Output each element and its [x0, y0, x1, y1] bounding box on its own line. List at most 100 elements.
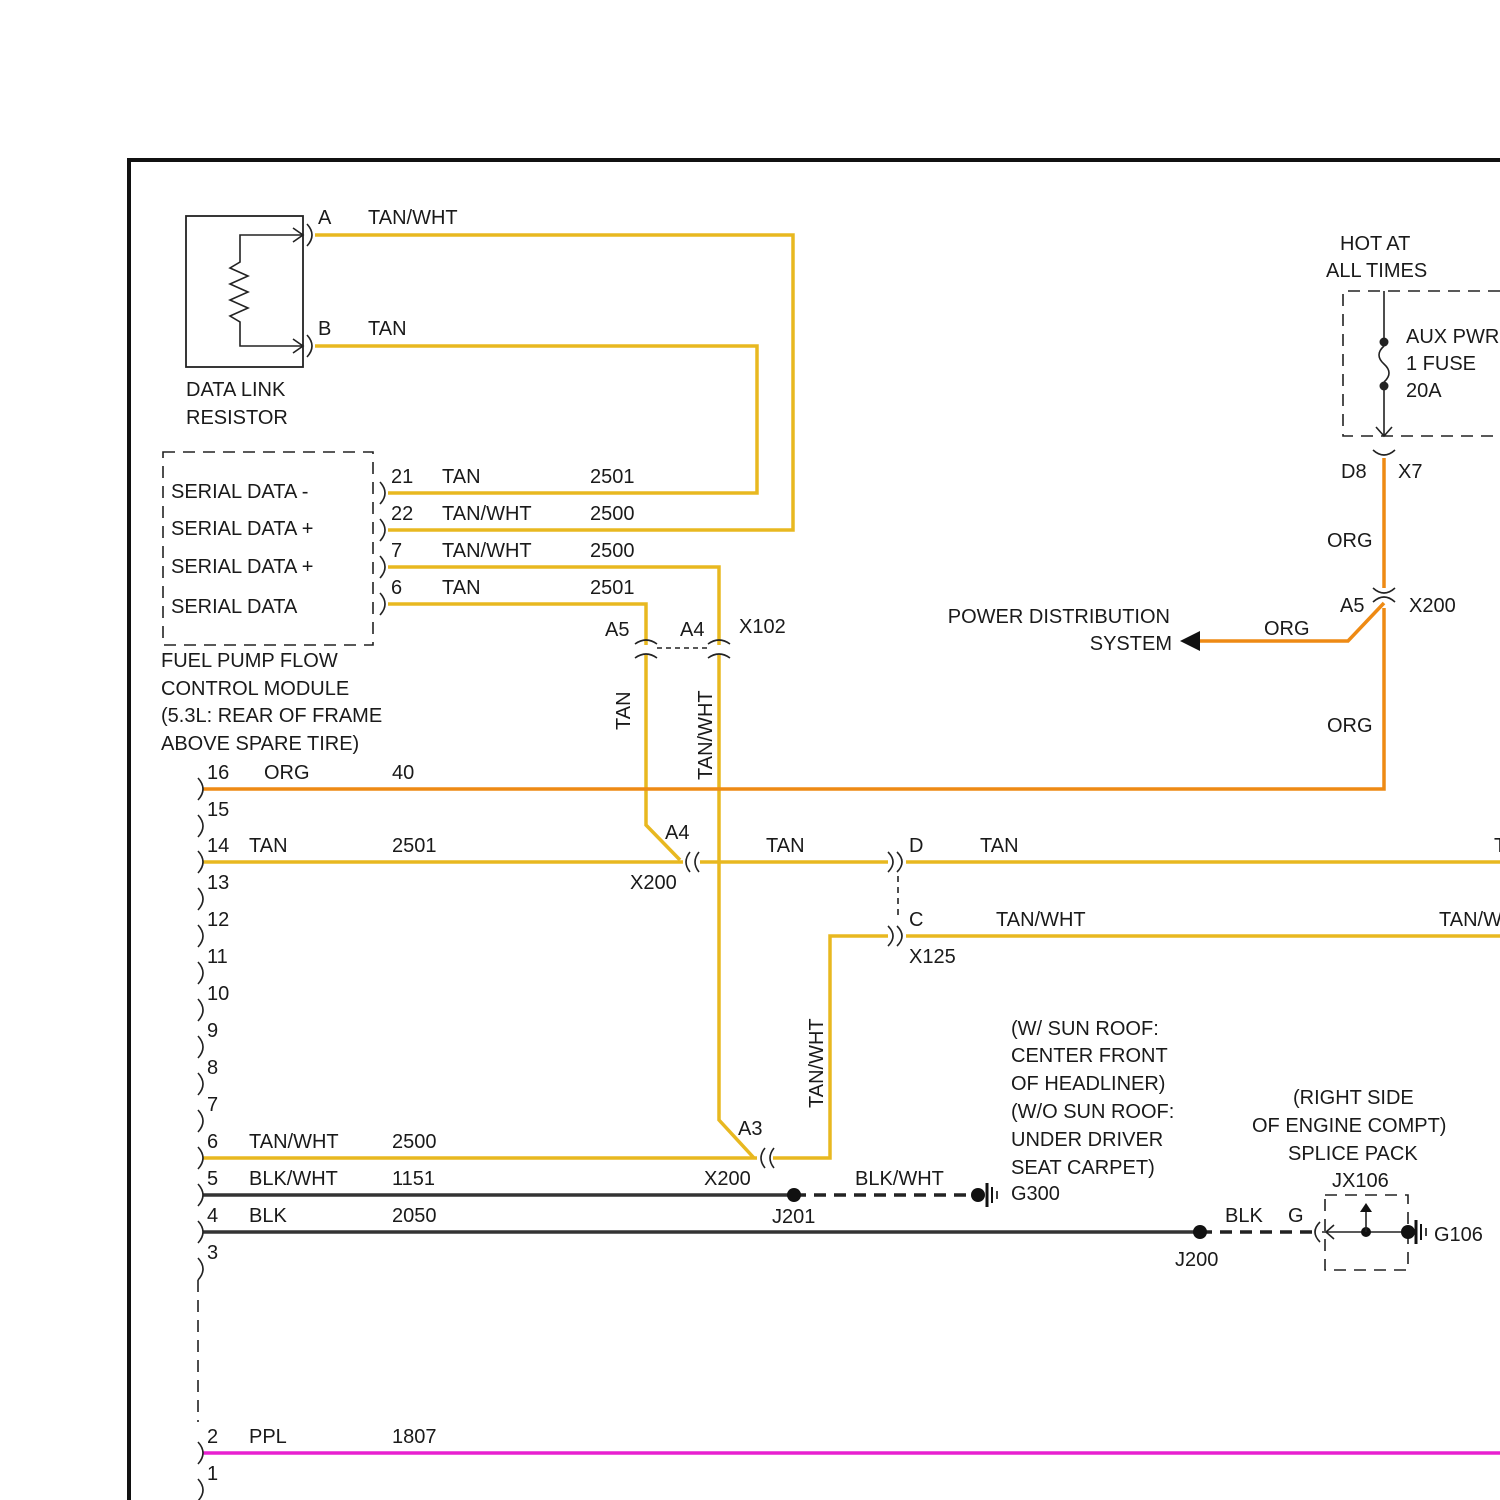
main-connector-pin-7-terminal: [198, 1110, 203, 1132]
main-connector-pin-12: 12: [207, 909, 229, 931]
g300-location-line3: OF HEADLINER): [1011, 1073, 1165, 1095]
main-connector-pin-10: 10: [207, 983, 229, 1005]
module-pin-7-circuit: 2500: [590, 540, 635, 562]
module-pin-21-circuit: 2501: [590, 466, 635, 488]
module-name-line4: ABOVE SPARE TIRE): [161, 733, 359, 755]
connector-pin7: [380, 556, 385, 578]
g300-location-line5: UNDER DRIVER: [1011, 1129, 1163, 1151]
wire-tanwht-resistor-a: [315, 235, 793, 530]
j201-splice-dot: [787, 1188, 801, 1202]
g106-dot: [1401, 1225, 1415, 1239]
main-connector-pin-6-terminal: [198, 1147, 203, 1169]
fuse-wire-color: ORG: [1327, 530, 1373, 552]
wire-tanwht-a4-down: [719, 655, 754, 1158]
g300-name: G300: [1011, 1183, 1060, 1205]
wire-org-row16: [203, 608, 1384, 789]
x125-c-right: [897, 926, 902, 946]
x200-row14-connector: X200: [630, 872, 677, 894]
main-connector-pin-8: 8: [207, 1057, 218, 1079]
g300-dot: [971, 1188, 985, 1202]
j200-splice-pack: J200 BLK G G106 (RIGHT SIDE OF ENGINE CO…: [1175, 1087, 1483, 1271]
fuse-header-line2: ALL TIMES: [1326, 260, 1427, 282]
main-connector-pin-9-terminal: [198, 1036, 203, 1058]
x102-name: X102: [739, 616, 786, 638]
module-pin-21: 21: [391, 466, 413, 488]
module-name-line1: FUEL PUMP FLOW: [161, 650, 338, 672]
main-connector-pin-12-terminal: [198, 925, 203, 947]
main-connector-pin-13: 13: [207, 872, 229, 894]
main-connector-pin-10-terminal: [198, 999, 203, 1021]
main-connector-pin-2-color: PPL: [249, 1426, 287, 1448]
fuse-name-line2: 1 FUSE: [1406, 353, 1476, 375]
x200-a4-right: [695, 852, 699, 872]
x125-d-left: [888, 852, 893, 872]
x200-a5-connector: X200: [1409, 595, 1456, 617]
module-pin-22-color: TAN/WHT: [442, 503, 532, 525]
j201-wire-color: BLK/WHT: [855, 1168, 944, 1190]
fuse-dot-top: [1380, 338, 1389, 347]
main-connector-pin-15-terminal: [198, 815, 203, 837]
main-connector-pin-7: 7: [207, 1094, 218, 1116]
main-connector-pin-14: 14: [207, 835, 229, 857]
splice-pack-name: JX106: [1332, 1170, 1389, 1192]
main-connector-pin-14-circuit: 2501: [392, 835, 437, 857]
connector-x102: A5 A4 X102 TAN TAN/WHT: [605, 616, 786, 780]
x125-name: X125: [909, 946, 956, 968]
main-connector-pin-5: 5: [207, 1168, 218, 1190]
module-pin-6: 6: [391, 577, 402, 599]
x125-c-color: TAN/WHT: [996, 909, 1086, 931]
x200-row6-pin: A3: [738, 1118, 762, 1140]
main-connector-pin-4: 4: [207, 1205, 218, 1227]
fuse-dot-bottom: [1380, 382, 1389, 391]
module-pin-6-circuit: 2501: [590, 577, 635, 599]
connector-resistor-b: [307, 335, 312, 357]
connector-resistor-a: [307, 224, 312, 246]
power-distribution: A5 X200 POWER DISTRIBUTION SYSTEM ORG OR…: [948, 588, 1456, 737]
x125-c-left: [888, 926, 893, 946]
splice-location-line3: SPLICE PACK: [1288, 1143, 1418, 1165]
connector-pin6: [380, 593, 385, 615]
fuse-name-line1: AUX PWR: [1406, 326, 1499, 348]
splice-pack-up-arrow: [1360, 1203, 1372, 1212]
module-pin-22: 22: [391, 503, 413, 525]
g106-name: G106: [1434, 1224, 1483, 1246]
resistor-pin-a: A: [318, 207, 332, 229]
g300-location-line6: SEAT CARPET): [1011, 1157, 1155, 1179]
module-pin-7-color: TAN/WHT: [442, 540, 532, 562]
main-connector-pin-9: 9: [207, 1020, 218, 1042]
splice-location-line2: OF ENGINE COMPT): [1252, 1115, 1446, 1137]
g300-location-line2: CENTER FRONT: [1011, 1045, 1168, 1067]
module-label-serial-data: SERIAL DATA: [171, 596, 298, 618]
module-pin-21-color: TAN: [442, 466, 481, 488]
x7-connector: [1373, 450, 1395, 455]
fuse-pin-d8: D8: [1341, 461, 1367, 483]
x125-d-right: [897, 852, 902, 872]
module-name-line3: (5.3L: REAR OF FRAME: [161, 705, 382, 727]
fuse-connector-x7: X7: [1398, 461, 1422, 483]
fuse-element: [1379, 346, 1389, 382]
x102-pin-a5: A5: [605, 619, 629, 641]
data-link-resistor: A TAN/WHT B TAN DATA LINK RESISTOR: [186, 207, 458, 429]
j200-splice-dot: [1193, 1225, 1207, 1239]
x200-a3-left: [761, 1148, 765, 1168]
resistor-name-line1: DATA LINK: [186, 379, 286, 401]
power-dist-name-line1: POWER DISTRIBUTION: [948, 606, 1170, 628]
connector-x125: D TAN T C TAN/WHT TAN/W X125: [888, 835, 1500, 968]
x200-row6-vertical: TAN/WHT: [806, 1018, 828, 1108]
x200-row6: A3 X200 TAN/WHT: [704, 1018, 828, 1190]
main-connector-pin-2-terminal: [198, 1442, 203, 1464]
main-connector-pin-11: 11: [207, 946, 228, 968]
resistor-box: [186, 216, 303, 367]
x200-a4-left: [686, 852, 690, 872]
module-name-line2: CONTROL MODULE: [161, 678, 349, 700]
module-label-serial-data-plus-2: SERIAL DATA +: [171, 556, 313, 578]
x125-d-color: TAN: [980, 835, 1019, 857]
main-connector-pin-3-terminal: [198, 1258, 203, 1280]
main-connector-pin-16-terminal: [198, 778, 203, 800]
power-dist-arrow: [1180, 631, 1200, 651]
aux-pwr-fuse: HOT AT ALL TIMES AUX PWR 1 FUSE 20A D8 X…: [1326, 233, 1500, 552]
main-connector-pin-1: 1: [207, 1463, 218, 1485]
main-connector-pin-4-terminal: [198, 1221, 203, 1243]
module-label-serial-data-plus-1: SERIAL DATA +: [171, 518, 313, 540]
